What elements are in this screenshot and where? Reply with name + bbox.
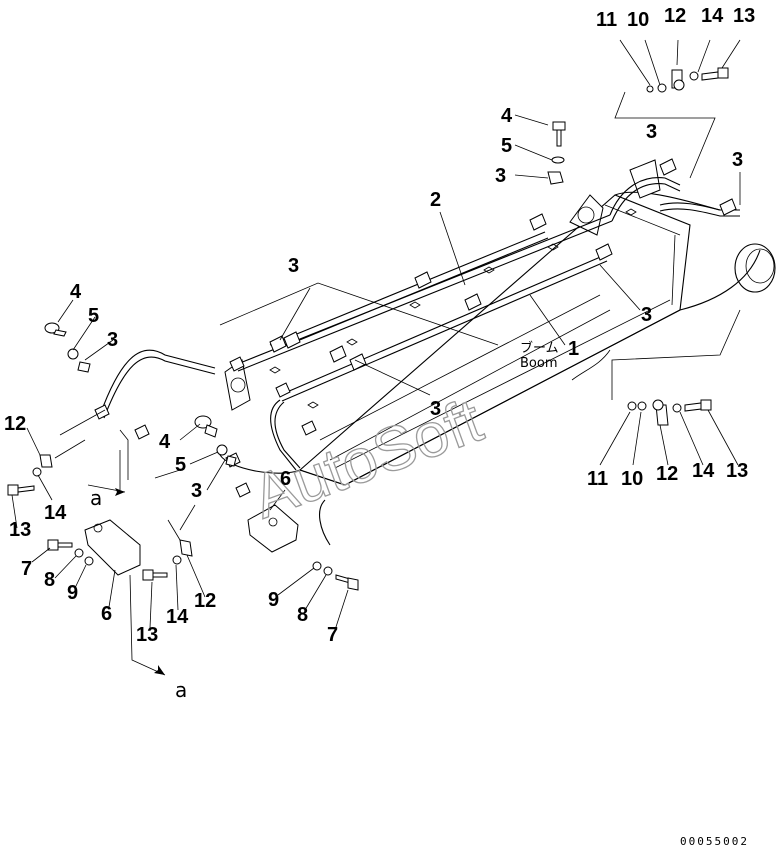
part-label: 10 (627, 9, 649, 31)
part-label: 12 (656, 463, 678, 485)
boom-label-jp: ブーム (520, 340, 559, 356)
leader-lines (11, 39, 741, 676)
part-label: 6 (280, 468, 291, 490)
part-label: 14 (692, 460, 715, 482)
part-label: 6 (101, 603, 112, 625)
part-label: 13 (9, 519, 31, 541)
part-label: 7 (21, 558, 32, 580)
part-label: 13 (726, 460, 748, 482)
part-number-labels: 11 10 12 14 13 3 3 4 5 3 2 3 3 1 3 4 5 3… (4, 5, 755, 646)
part-label: 3 (191, 480, 202, 502)
part-label: 13 (136, 624, 158, 646)
part-label: 14 (166, 606, 189, 628)
part-label: 2 (430, 189, 441, 211)
view-marker-upper: a (90, 486, 102, 510)
part-label: 5 (88, 305, 99, 327)
part-label: 3 (641, 304, 652, 326)
part-label: 4 (501, 105, 513, 127)
part-label: 14 (44, 502, 67, 524)
part-label: 8 (297, 604, 308, 626)
pipe-clamps (94, 158, 737, 498)
view-marker-lower: a (175, 678, 187, 702)
part-label: 8 (44, 569, 55, 591)
part-label: 4 (70, 281, 82, 303)
part-label: 3 (107, 329, 118, 351)
part-label: 5 (175, 454, 186, 476)
part-label: 12 (664, 5, 686, 27)
part-label: 11 (596, 9, 617, 31)
part-label: 4 (159, 431, 171, 453)
part-label: 13 (733, 5, 755, 27)
part-label: 1 (568, 338, 579, 360)
boom-label-en: Boom (520, 356, 558, 371)
brackets (84, 504, 299, 576)
part-label: 9 (67, 582, 78, 604)
part-label: 3 (646, 121, 657, 143)
part-label: 3 (288, 255, 299, 277)
part-label: 3 (732, 149, 743, 171)
annotations: ブーム Boom a a 00055002 (90, 340, 749, 848)
part-label: 3 (495, 165, 506, 187)
lubrication-piping (99, 177, 740, 471)
part-label: 12 (4, 413, 26, 435)
part-label: 7 (327, 624, 338, 646)
part-label: 5 (501, 135, 512, 157)
part-label: 9 (268, 589, 279, 611)
part-label: 12 (194, 590, 216, 612)
part-label: 10 (621, 468, 643, 490)
part-label: 11 (587, 468, 608, 490)
part-label: 14 (701, 5, 724, 27)
fasteners (7, 67, 729, 591)
drawing-code: 00055002 (680, 835, 749, 848)
part-label: 3 (430, 398, 441, 420)
watermark-text: AutoSoft (244, 386, 491, 532)
